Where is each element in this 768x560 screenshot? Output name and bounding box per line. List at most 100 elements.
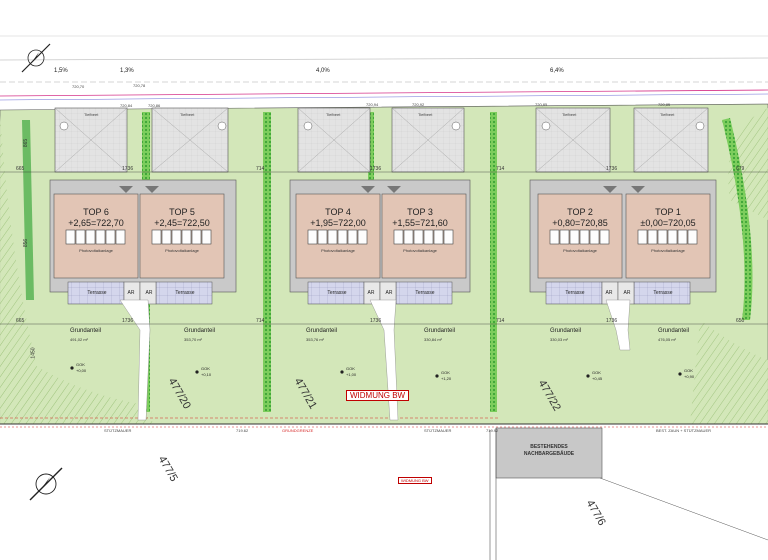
- road-edge: [0, 89, 768, 97]
- road-level: 720,85: [658, 102, 671, 107]
- pv-panel: [65, 229, 76, 245]
- garden-label: Grundanteil: [184, 328, 216, 334]
- road-level: 720,70: [72, 84, 85, 89]
- level-label: 719.92: [486, 428, 499, 433]
- slope-label: 1,3%: [120, 68, 134, 74]
- gok-value: +0,45: [592, 376, 603, 381]
- dimension-label: 1736: [370, 318, 382, 324]
- pv-label: Photovoltaikanlage: [563, 248, 597, 253]
- terrace-label: Terrasse: [327, 290, 347, 296]
- road-level: 720,92: [412, 102, 425, 107]
- footpath: [605, 299, 631, 351]
- ar-label: AR: [623, 290, 631, 296]
- zoning-label-small: WIDMUNG BW: [398, 477, 432, 484]
- entrance-marker-icon: [119, 186, 133, 193]
- ar-label: AR: [385, 290, 393, 296]
- unit-level: +2,65=722,70: [68, 218, 124, 228]
- terraces: [67, 281, 691, 305]
- gok-label: GOK: [441, 370, 450, 375]
- gok-value: +0,90: [684, 374, 695, 379]
- terrace-label: Terrasse: [653, 290, 673, 296]
- garden-area: 330,84 m²: [424, 337, 443, 342]
- slope-label: 6,4%: [550, 68, 564, 74]
- pv-panel: [657, 229, 668, 245]
- dimension-label: 714: [496, 318, 505, 324]
- slope-label: 4,0%: [316, 68, 330, 74]
- pv-panel: [151, 229, 162, 245]
- pv-panel: [161, 229, 172, 245]
- gok-markers: [70, 366, 682, 378]
- terrace-label: Terrasse: [87, 290, 107, 296]
- hedge-strip-west: [22, 120, 34, 300]
- carport-note: Tiefbeet: [562, 112, 577, 117]
- pv-panel: [85, 229, 96, 245]
- pv-panel: [75, 229, 86, 245]
- garden-label: Grundanteil: [550, 328, 582, 334]
- garden-label: Grundanteil: [306, 328, 338, 334]
- road-level: 720,85: [535, 102, 548, 107]
- dimension-label: 1450: [30, 347, 37, 359]
- hedge-strip-curved: [722, 118, 753, 320]
- retaining-wall-label: STÜTZMAUER: [424, 428, 452, 433]
- hedge-strip: [490, 112, 497, 412]
- garden-area: 353,70 m²: [184, 337, 203, 342]
- carport-note: Tiefbeet: [84, 112, 99, 117]
- pv-label: Photovoltaikanlage: [651, 248, 685, 253]
- unit-name: TOP 5: [169, 207, 195, 217]
- pv-panel: [677, 229, 688, 245]
- pv-panel: [105, 229, 116, 245]
- terrace-label: Terrasse: [415, 290, 435, 296]
- dimension-label: 1736: [606, 166, 618, 172]
- pv-panel: [347, 229, 358, 245]
- pv-label: Photovoltaikanlage: [321, 248, 355, 253]
- dimension-label: 1736: [122, 166, 134, 172]
- gok-value: +0,00: [76, 368, 87, 373]
- gok-value: +1,00: [346, 372, 357, 377]
- carport-note: Tiefbeet: [418, 112, 433, 117]
- north-arrow-icon: [29, 467, 63, 501]
- pv-panel: [549, 229, 560, 245]
- unit-level: +2,45=722,50: [154, 218, 210, 228]
- unit-name: TOP 1: [655, 207, 681, 217]
- road-level: 720,84: [120, 103, 133, 108]
- dimension-label: 679: [736, 166, 745, 172]
- embankment-southwest: [0, 340, 145, 410]
- dimension-label: 665: [16, 166, 25, 172]
- ar-label: AR: [605, 290, 613, 296]
- dimension-label: 856: [23, 238, 30, 248]
- survey-line: [0, 57, 768, 61]
- pv-panel: [115, 229, 126, 245]
- pv-panel: [307, 229, 318, 245]
- pv-panel: [559, 229, 570, 245]
- gok-value: +0,10: [201, 372, 212, 377]
- terrace-label: Terrasse: [175, 290, 195, 296]
- gok-label: GOK: [76, 362, 85, 367]
- entrance-marker-icon: [631, 186, 645, 193]
- pv-panel: [443, 229, 454, 245]
- dimension-label: 1736: [606, 318, 618, 324]
- pv-panel: [687, 229, 698, 245]
- unit-name: TOP 4: [325, 207, 351, 217]
- unit-name: TOP 2: [567, 207, 593, 217]
- ar-label: AR: [367, 290, 375, 296]
- pv-panel: [667, 229, 678, 245]
- parcel-boundary: [599, 477, 768, 541]
- road-level: 720,78: [133, 83, 146, 88]
- gok-label: GOK: [592, 370, 601, 375]
- pv-panel: [317, 229, 328, 245]
- pv-label: Photovoltaikanlage: [403, 248, 437, 253]
- dimension-label: 714: [496, 166, 505, 172]
- hedge-strip: [263, 112, 271, 412]
- tree-icons: [59, 121, 705, 131]
- north-arrow-icon: [21, 43, 51, 73]
- road-level: 720,86: [148, 103, 161, 108]
- retaining-wall-label: STÜTZMAUER: [104, 428, 132, 433]
- pv-panel: [393, 229, 404, 245]
- pv-panel: [357, 229, 368, 245]
- road-edge-blue: [0, 93, 768, 101]
- dimension-label: 714: [256, 166, 265, 172]
- gok-value: +1,20: [441, 376, 452, 381]
- road-level: 720,94: [366, 102, 379, 107]
- unit-name: TOP 6: [83, 207, 109, 217]
